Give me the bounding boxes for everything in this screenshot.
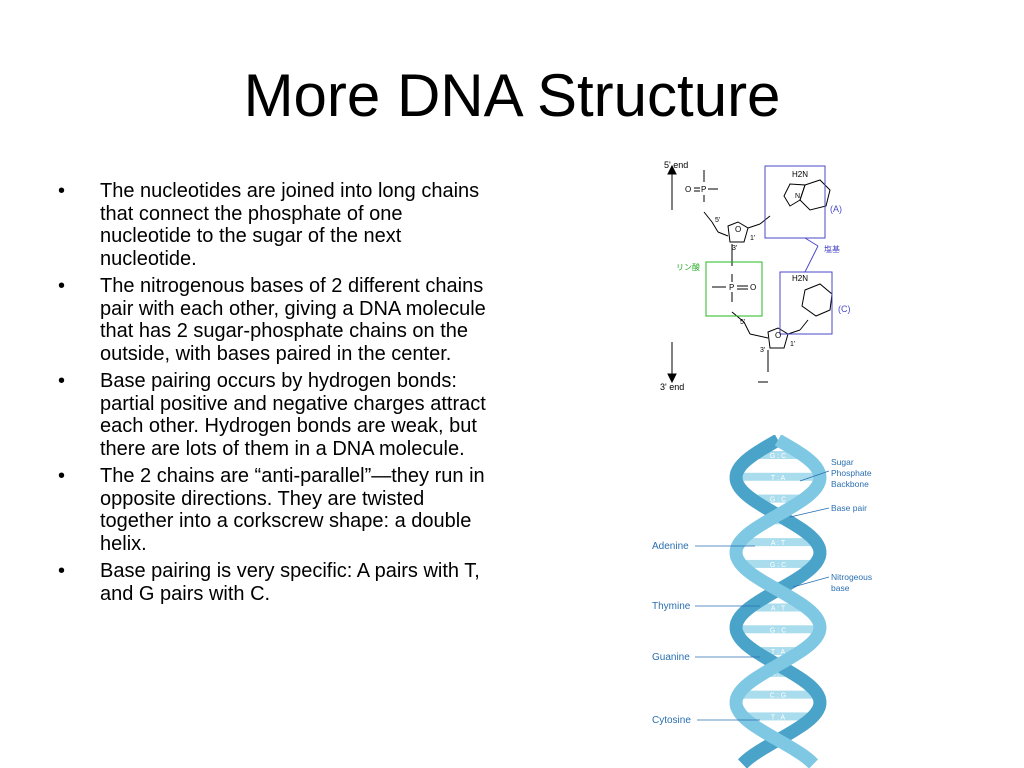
prime-label: 3' — [732, 245, 737, 252]
phosphorus-label: P — [729, 283, 734, 292]
phosphate-label: Phosphate — [831, 468, 872, 478]
ring-oxygen-label: O — [735, 225, 741, 234]
phosphate-jp-label: リン酸 — [676, 262, 700, 272]
bullet-text: Base pairing is very specific: A pairs w… — [100, 560, 480, 605]
base-a-box — [764, 165, 826, 239]
base-pair-text: T : A — [771, 714, 786, 721]
adenine-label: Adenine — [652, 541, 689, 552]
base-pair-text: A : T — [771, 606, 786, 613]
base-pair-text: T : A — [771, 649, 786, 656]
base-pair-text: G : C — [770, 453, 786, 460]
bullet-text: The nucleotides are joined into long cha… — [100, 180, 480, 270]
base-ring — [783, 183, 806, 207]
sugar-ring — [727, 221, 749, 243]
base-pair-rung — [764, 668, 792, 677]
nitrogen-label: N — [795, 193, 800, 200]
amine-label: H2N — [792, 274, 808, 283]
ring-oxygen-label: O — [775, 331, 781, 340]
bullet-dot: • — [58, 275, 66, 297]
prime-label: 5' — [715, 217, 720, 224]
bullet-dot: • — [58, 370, 66, 392]
double-helix-diagram: G : C T : A G : C T : A A : T G : C T : A A : T… — [652, 435, 872, 768]
bullet-item: • The 2 chains are “anti-parallel”—they r… — [55, 465, 495, 555]
base-label: base — [831, 583, 850, 593]
arrow-head-up — [667, 164, 677, 175]
arrow-head-down — [667, 373, 677, 384]
phosphate-box — [705, 261, 763, 317]
bullet-text: The nitrogenous bases of 2 different cha… — [100, 275, 486, 365]
slide-title: More DNA Structure — [243, 62, 781, 129]
nucleotide-structure-diagram: 5' end 3' end (A) (C) 塩基 リン酸 H2N H2N O P… — [660, 160, 851, 392]
helix-strand-front — [729, 435, 827, 768]
base-c-box — [779, 271, 833, 335]
bullet-item: • The nucleotides are joined into long ch… — [55, 180, 495, 270]
base-pair-rung — [753, 451, 803, 459]
base-ring — [801, 283, 833, 317]
bullet-dot: • — [58, 465, 66, 487]
base-pair-label: Base pair — [831, 503, 867, 513]
sugar-label: Sugar — [831, 457, 854, 467]
bullet-text: Base pairing occurs by hydrogen bonds: p… — [100, 370, 486, 460]
cytosine-label: Cytosine — [652, 715, 691, 726]
oxygen-label: O — [750, 283, 756, 292]
bullet-dot: • — [58, 180, 66, 202]
base-pair-text: G : C — [770, 562, 786, 569]
base-pair-text: G : C — [770, 627, 786, 634]
base-jp-label: 塩基 — [824, 244, 840, 254]
base-pair-text: G : C — [770, 497, 786, 504]
bullet-item: • Base pairing is very specific: A pairs … — [55, 560, 495, 605]
helix-strand-back — [729, 435, 827, 768]
prime-label: 5' — [740, 319, 745, 326]
base-pair-rung — [754, 647, 802, 656]
thymine-label: Thymine — [652, 601, 691, 612]
bullet-item: • Base pairing occurs by hydrogen bonds: … — [55, 370, 495, 460]
bullet-list: • The nucleotides are joined into long ch… — [55, 180, 495, 610]
three-prime-label: 3' end — [660, 382, 684, 392]
base-pair-rung — [738, 690, 818, 699]
sugar-ring — [767, 327, 789, 349]
base-pair-text: C : G — [770, 693, 786, 700]
base-pair-text: T : A — [771, 475, 786, 482]
five-prime-label: 5' end — [664, 160, 688, 170]
prime-label: 3' — [760, 347, 765, 354]
base-pair-rung — [742, 712, 814, 721]
base-pair-rung — [740, 559, 816, 568]
oxygen-label: O — [685, 185, 691, 194]
base-a-label: (A) — [830, 204, 842, 214]
base-pair-text: A : T — [771, 540, 786, 547]
prime-label: 1' — [790, 341, 795, 348]
base-pair-rung — [739, 538, 817, 547]
bullet-text: The 2 chains are “anti-parallel”—they ru… — [100, 465, 485, 555]
base-pair-rung — [736, 625, 820, 634]
bullet-dot: • — [58, 560, 66, 582]
base-pair-rung — [751, 494, 805, 503]
backbone-label: Backbone — [831, 479, 869, 489]
base-c-label: (C) — [838, 304, 851, 314]
phosphorus-label: P — [701, 185, 706, 194]
prime-label: 1' — [750, 235, 755, 242]
amine-label: H2N — [792, 170, 808, 179]
base-pair-text: A : T — [771, 671, 786, 678]
bullet-item: • The nitrogenous bases of 2 different ch… — [55, 275, 495, 365]
guanine-label: Guanine — [652, 652, 690, 663]
base-pair-rung — [749, 603, 807, 612]
nitrogenous-label: Nitrogeous — [831, 572, 872, 582]
base-pair-rung — [736, 472, 820, 481]
